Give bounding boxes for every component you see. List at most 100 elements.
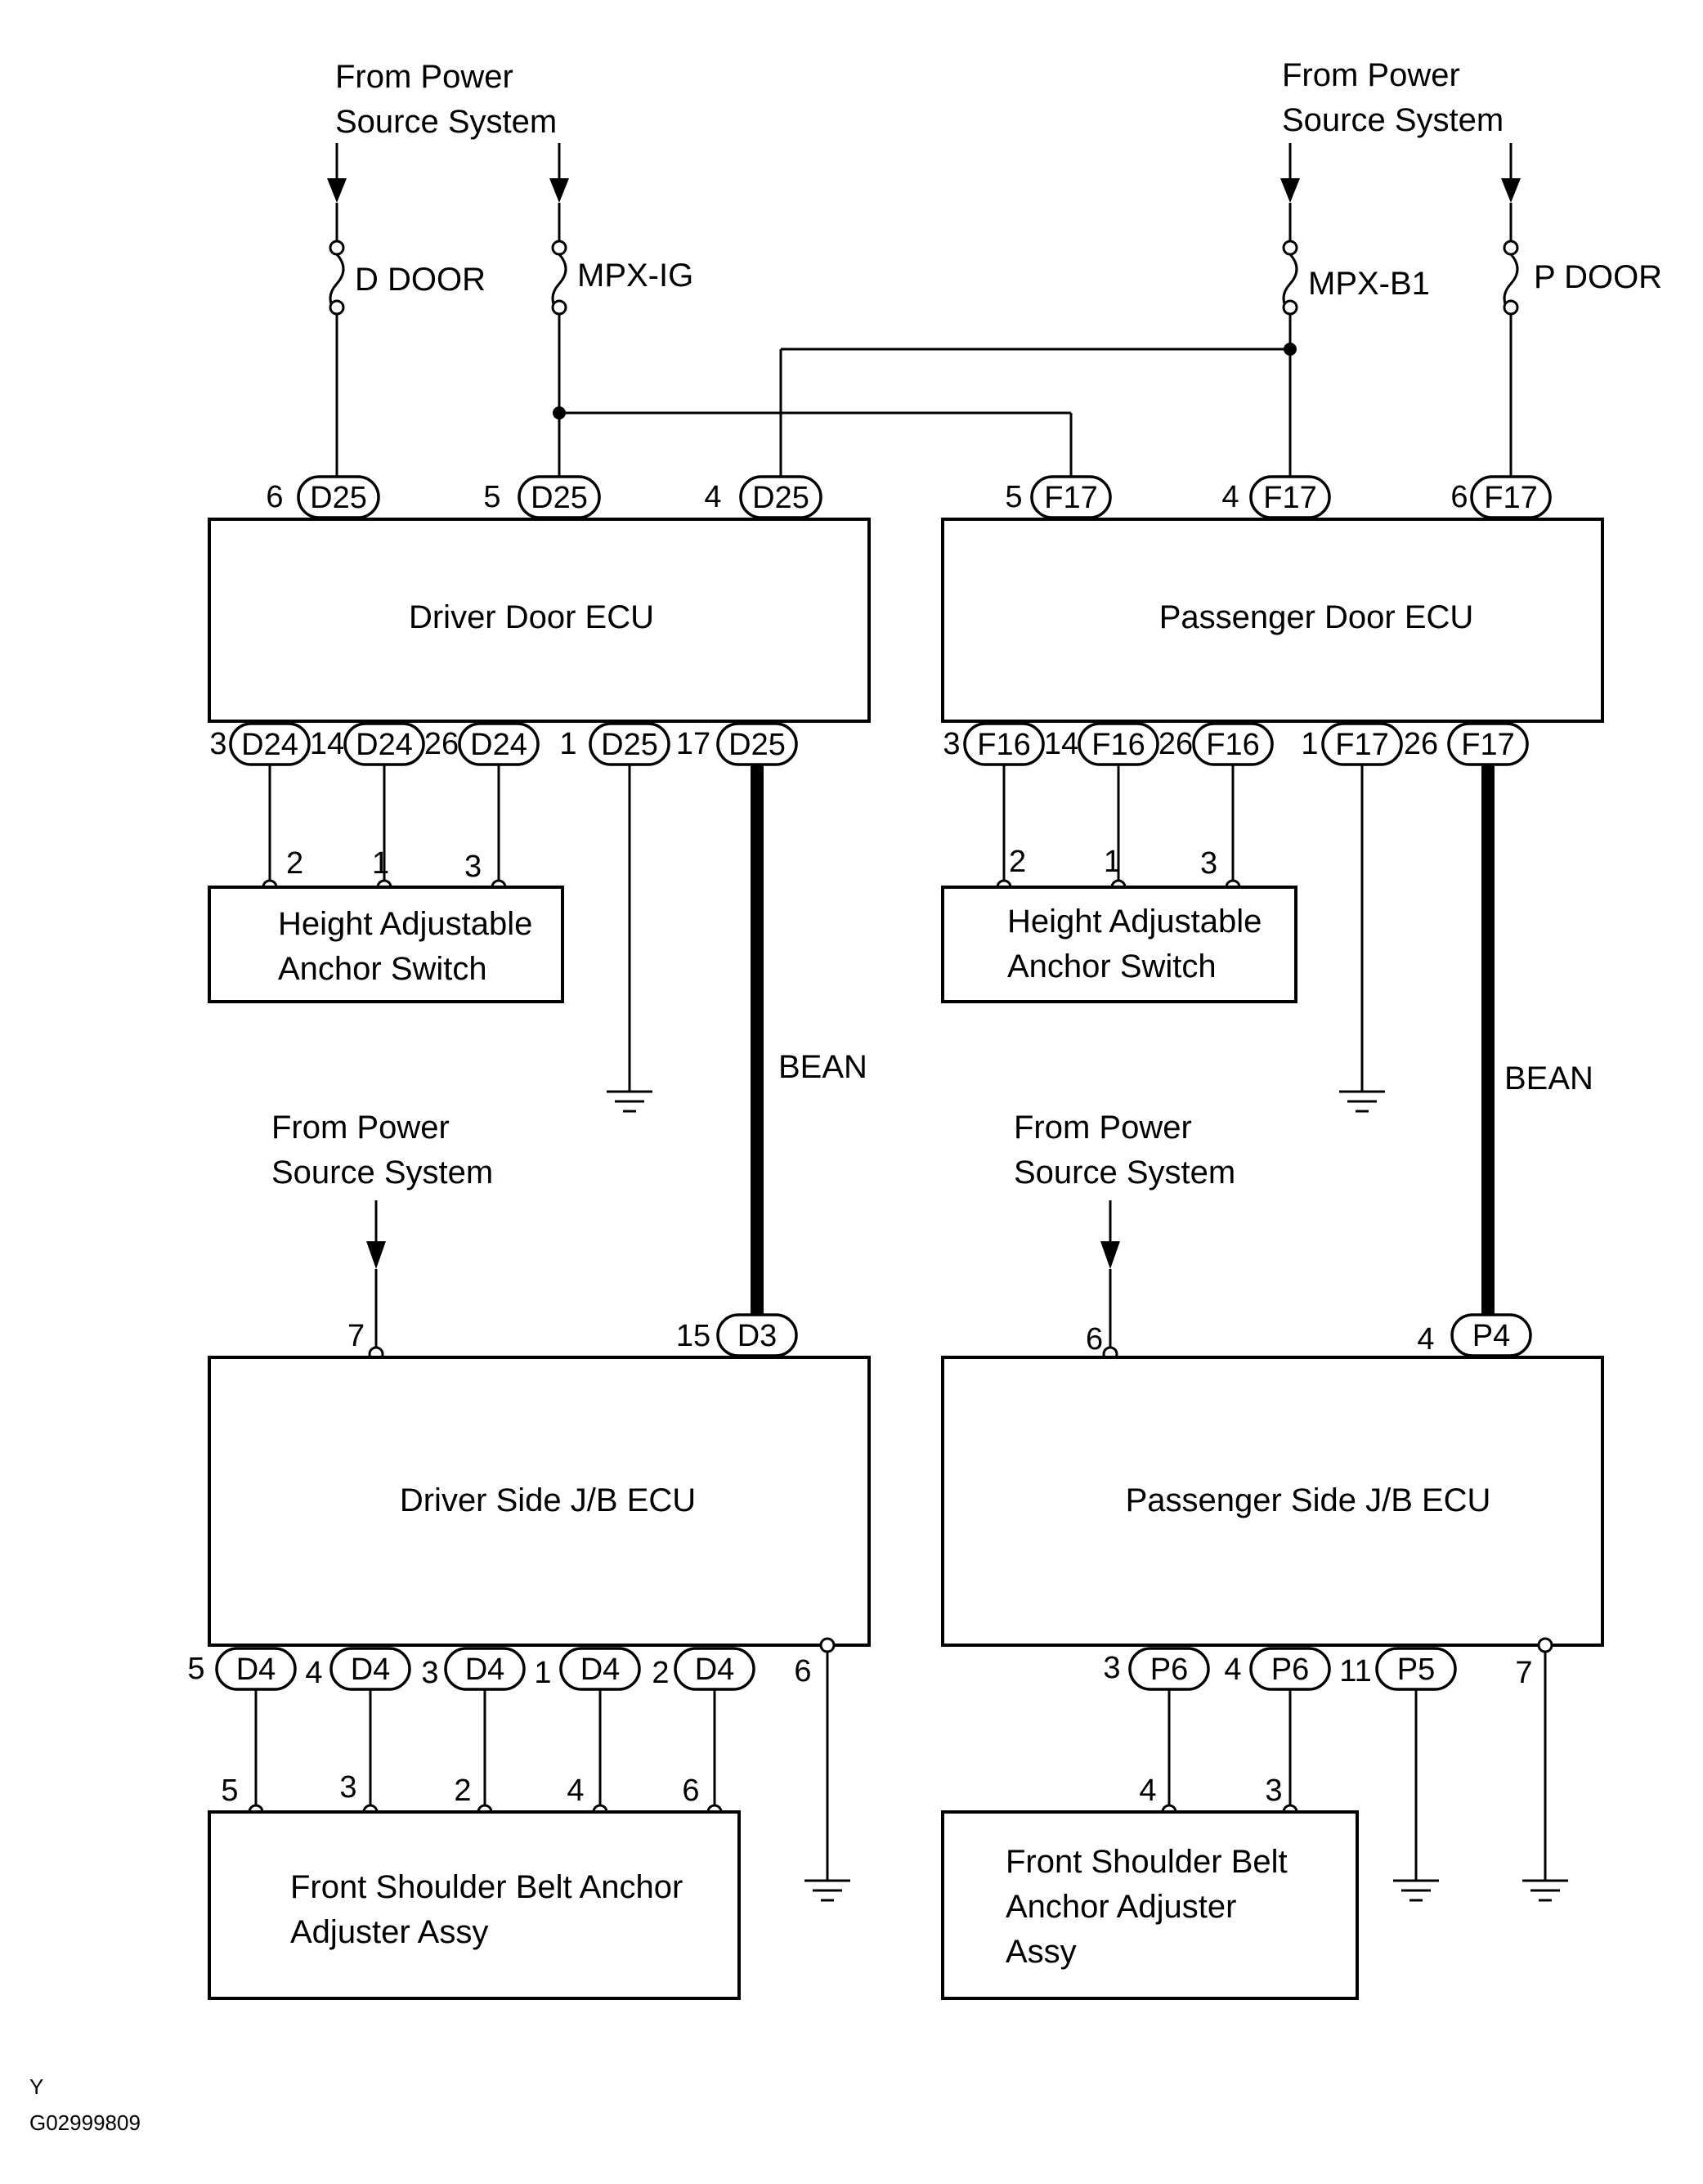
- connector-label: F17: [1044, 481, 1097, 515]
- connector-label: P5: [1397, 1653, 1435, 1687]
- passenger-side-jb-ecu-box: [941, 1356, 1604, 1647]
- bus-label: BEAN: [778, 1049, 867, 1085]
- connector-label: D24: [470, 728, 527, 762]
- fuse-p-door: P DOOR: [1503, 203, 1662, 316]
- pin-number: 4: [1417, 1322, 1434, 1357]
- pin-number: 17: [676, 727, 710, 761]
- pin-number: 6: [682, 1774, 699, 1808]
- power-source-mid-left: From Power Source System 7: [271, 1110, 493, 1362]
- fuse-label: D DOOR: [355, 262, 486, 298]
- driver-switch-wiring: 2 1 3: [262, 765, 507, 895]
- connector-label: D25: [531, 481, 588, 515]
- power-source-top-left: From Power Source System: [335, 59, 557, 140]
- pde-bottom-connector-1: 3 F16: [943, 722, 1045, 766]
- passenger-switch-wiring: 2 1 3: [996, 765, 1241, 895]
- connector-label: F16: [977, 728, 1030, 762]
- dde-bottom-connector-3: 26 D24: [424, 722, 540, 766]
- driver-side-jb-ecu-box: [208, 1356, 871, 1647]
- pin-number: 14: [310, 727, 344, 761]
- pin-number: 4: [567, 1774, 584, 1808]
- ground-dde: [607, 765, 652, 1113]
- pin-number: 26: [1158, 727, 1193, 761]
- connector-label: D25: [752, 481, 809, 515]
- pin-number: 6: [1086, 1322, 1103, 1357]
- djb-bottom-connector-3: 3 D4: [421, 1647, 526, 1691]
- pin-number: 3: [421, 1656, 438, 1690]
- ground-pjb-p5: [1393, 1689, 1439, 1902]
- djb-bottom-connector-1: 5 D4: [187, 1647, 297, 1691]
- driver-height-adjustable-switch-box: [208, 886, 564, 1003]
- connector-label: D4: [580, 1653, 621, 1687]
- connector-label: F17: [1461, 728, 1514, 762]
- pin-number: 3: [339, 1770, 356, 1805]
- pin-number: 4: [704, 480, 721, 514]
- pin-number: 3: [943, 727, 960, 761]
- top-wiring: [335, 314, 1513, 477]
- pjb-bottom-connector-3: 11 P5: [1339, 1647, 1457, 1691]
- pde-bottom-connector-4: 1 F17: [1301, 722, 1403, 766]
- passenger-adjuster-wiring: 4 3: [1139, 1689, 1298, 1820]
- driver-door-ecu-title: Driver Door ECU: [409, 599, 654, 635]
- fuse-label: P DOOR: [1534, 259, 1662, 295]
- pin-number: 26: [424, 727, 459, 761]
- connector-label: D25: [728, 728, 786, 762]
- passenger-belt-anchor-adjuster-box: [941, 1810, 1359, 2000]
- connector-label: D4: [351, 1653, 391, 1687]
- connector-label: F16: [1206, 728, 1259, 762]
- pin-number: 7: [1515, 1656, 1532, 1690]
- passenger-height-adjustable-switch-box: [941, 886, 1297, 1003]
- pin-number: 3: [464, 850, 482, 884]
- power-arrows-top: [327, 143, 1521, 203]
- connector-label: D25: [310, 481, 367, 515]
- connector-label: D24: [241, 728, 298, 762]
- passenger-door-ecu-box: [941, 518, 1604, 723]
- pin-number: 3: [1200, 846, 1217, 881]
- djb-bottom-connector-2: 4 D4: [305, 1647, 411, 1691]
- pin-number: 6: [266, 480, 283, 514]
- pin-number: 4: [1221, 480, 1239, 514]
- connector-label: P6: [1271, 1653, 1309, 1687]
- connector-label: D4: [465, 1653, 505, 1687]
- djb-bottom-connector-5: 2 D4: [652, 1647, 755, 1691]
- pin-number: 1: [534, 1656, 551, 1690]
- dde-bottom-connector-5: 17 D25: [676, 722, 798, 766]
- pin-number: 3: [1103, 1651, 1120, 1685]
- connector-label: D3: [737, 1319, 778, 1353]
- power-source-top-right: From Power Source System: [1282, 57, 1504, 138]
- power-label-line2: Source System: [1282, 102, 1504, 138]
- driver-belt-anchor-adjuster-box: [208, 1810, 741, 2000]
- connector-label: D4: [236, 1653, 276, 1687]
- connector-label: F17: [1484, 481, 1537, 515]
- component-label-line2: Anchor Switch: [278, 951, 487, 987]
- component-label-line1: Front Shoulder Belt: [1006, 1844, 1288, 1880]
- pin-number: 2: [454, 1774, 471, 1808]
- power-label-line1: From Power: [1282, 57, 1460, 93]
- connector-label: F17: [1263, 481, 1316, 515]
- power-label-line2: Source System: [335, 104, 557, 140]
- pin-number: 14: [1044, 727, 1078, 761]
- power-label-line1: From Power: [335, 59, 513, 95]
- ground-pde: [1339, 765, 1385, 1113]
- pin-number: 1: [559, 727, 576, 761]
- pde-bottom-connector-2: 14 F16: [1044, 722, 1159, 766]
- component-label-line3: Assy: [1006, 1934, 1077, 1970]
- pin-number: 15: [676, 1319, 710, 1353]
- component-label-line1: Height Adjustable: [278, 906, 532, 942]
- pde-bottom-connector-3: 26 F16: [1158, 722, 1274, 766]
- passenger-door-ecu-title: Passenger Door ECU: [1159, 599, 1474, 635]
- dde-top-connector-3: 4 D25: [704, 475, 822, 519]
- fuse-label: MPX-B1: [1308, 266, 1430, 302]
- connector-label: P4: [1472, 1319, 1510, 1353]
- pin-number: 1: [1301, 727, 1318, 761]
- footer-letter: Y: [29, 2074, 43, 2099]
- pjb-bottom-connector-1: 3 P6: [1103, 1647, 1210, 1691]
- connector-label: D25: [601, 728, 658, 762]
- pin-number: 5: [187, 1652, 204, 1686]
- dde-bottom-connector-1: 3 D24: [209, 722, 311, 766]
- dde-top-connector-1: 6 D25: [266, 475, 380, 519]
- pin-number: 2: [652, 1656, 669, 1690]
- bus-label: BEAN: [1504, 1061, 1593, 1096]
- power-source-mid-right: From Power Source System 6: [1014, 1110, 1235, 1362]
- pin-number: 3: [1265, 1774, 1282, 1808]
